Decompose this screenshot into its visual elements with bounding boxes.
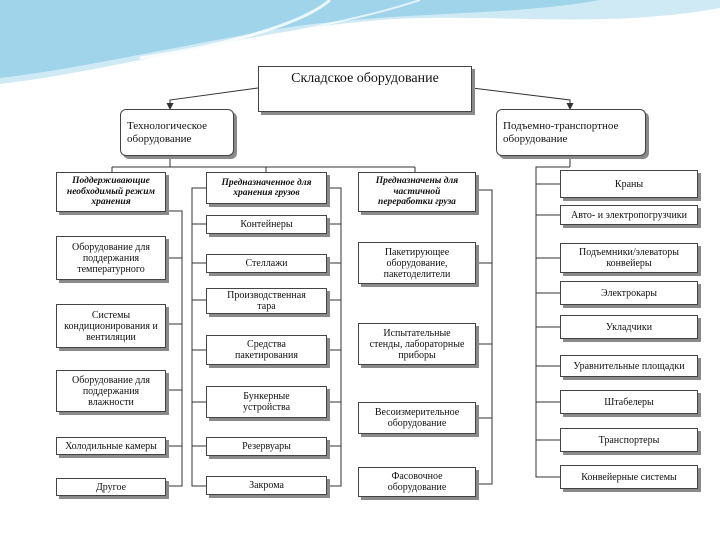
column-item: Контейнеры: [206, 215, 327, 234]
column-item-label: Оборудование для поддержания температурн…: [72, 241, 150, 275]
column-item: Укладчики: [560, 315, 698, 339]
column-item: Средства пакетирования: [206, 335, 327, 365]
column-item-label: Конвейерные системы: [581, 471, 677, 483]
column-item: Краны: [560, 170, 698, 198]
column-item-label: Фасовочное оборудование: [387, 471, 447, 493]
column-item-label: Пакетирующее оборудование, пакетоделител…: [383, 246, 451, 280]
column-item-label: Бункерные устройства: [242, 391, 291, 413]
column-item-label: Стеллажи: [245, 258, 288, 269]
column-item: Уравнительные площадки: [560, 355, 698, 377]
column-item-label: Транспортеры: [598, 434, 660, 446]
column-item-label: Средства пакетирования: [235, 339, 298, 361]
column-item: Оборудование для поддержания влажности: [56, 370, 166, 412]
column-item: Резервуары: [206, 437, 327, 456]
branch-label: Подъемно-транспортное оборудование: [503, 119, 619, 145]
column-item: Бункерные устройства: [206, 386, 327, 418]
column-item: Производственная тара: [206, 288, 327, 314]
column-item-label: Краны: [614, 178, 644, 190]
root-node: Складское оборудование: [258, 66, 472, 112]
column-item-label: Уравнительные площадки: [573, 360, 685, 372]
category-header-label: Предназначенное для хранения грузов: [221, 177, 312, 199]
column-item: Стеллажи: [206, 254, 327, 273]
column-item-label: Другое: [95, 481, 127, 493]
column-item-label: Электрокары: [601, 287, 657, 299]
column-item: Системы кондиционирования и вентиляции: [56, 304, 166, 348]
column-item-label: Весоизмерительное оборудование: [374, 407, 460, 429]
branch-node-technological: Технологическое оборудование: [120, 109, 234, 156]
column-item-label: Контейнеры: [240, 219, 293, 230]
column-item-label: Резервуары: [242, 441, 291, 452]
root-label: Складское оборудование: [291, 71, 439, 86]
column-item: Испытательные стенды, лабораторные прибо…: [358, 323, 476, 365]
branch-label: Технологическое оборудование: [127, 119, 208, 145]
column-item-label: Холодильные камеры: [65, 440, 157, 452]
column-item-label: Штабелеры: [604, 396, 654, 408]
column-item: Закрома: [206, 476, 327, 495]
column-item: Электрокары: [560, 281, 698, 305]
column-item-label: Испытательные стенды, лабораторные прибо…: [369, 327, 465, 361]
branch-node-lifting-transport: Подъемно-транспортное оборудование: [496, 109, 646, 156]
column-item-label: Системы кондиционирования и вентиляции: [64, 309, 158, 343]
column-item-label: Производственная тара: [227, 290, 306, 312]
column-item-label: Оборудование для поддержания влажности: [72, 374, 150, 408]
column-item: Другое: [56, 478, 166, 496]
category-header: Поддерживающие необходимый режим хранени…: [56, 172, 166, 212]
column-item: Фасовочное оборудование: [358, 467, 476, 497]
column-item: Холодильные камеры: [56, 437, 166, 455]
column-item-label: Авто- и электропогрузчики: [570, 209, 688, 221]
column-item-label: Укладчики: [605, 321, 653, 333]
column-item: Конвейерные системы: [560, 465, 698, 489]
column-item: Транспортеры: [560, 428, 698, 452]
column-item-label: Закрома: [249, 480, 284, 491]
column-item: Весоизмерительное оборудование: [358, 402, 476, 434]
column-item: Подъемники/элеваторы конвейеры: [560, 243, 698, 273]
column-item: Штабелеры: [560, 390, 698, 414]
column-item: Оборудование для поддержания температурн…: [56, 236, 166, 280]
category-header: Предназначенное для хранения грузов: [206, 172, 327, 204]
category-header-label: Поддерживающие необходимый режим хранени…: [66, 176, 156, 208]
column-item: Авто- и электропогрузчики: [560, 205, 698, 225]
category-header: Предназначены для частичной переработки …: [358, 172, 476, 212]
column-item: Пакетирующее оборудование, пакетоделител…: [358, 242, 476, 284]
category-header-label: Предназначены для частичной переработки …: [375, 176, 459, 208]
column-item-label: Подъемники/элеваторы конвейеры: [579, 247, 679, 269]
